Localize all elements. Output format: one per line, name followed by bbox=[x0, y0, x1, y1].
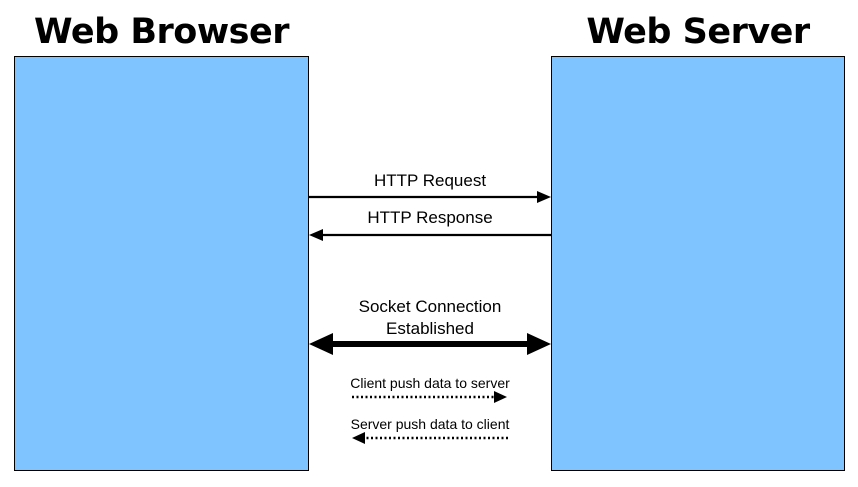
http-response-arrow bbox=[309, 229, 551, 241]
http-response-label: HTTP Response bbox=[367, 208, 493, 227]
web-browser-title: Web Browser bbox=[34, 12, 289, 52]
socket-connection-label: Socket Connection bbox=[358, 297, 502, 316]
web-server-box bbox=[551, 56, 845, 471]
server-push-arrow bbox=[352, 432, 510, 444]
web-browser-box bbox=[14, 56, 309, 471]
http-request-arrow bbox=[309, 191, 551, 203]
http-request-label: HTTP Request bbox=[373, 171, 487, 190]
client-push-arrow bbox=[352, 391, 507, 403]
socket-established-label: Established bbox=[386, 319, 474, 338]
socket-connection-arrow bbox=[309, 333, 551, 355]
client-push-label: Client push data to server bbox=[350, 375, 510, 391]
server-push-label: Server push data to client bbox=[350, 416, 510, 432]
web-server-title: Web Server bbox=[586, 12, 810, 52]
